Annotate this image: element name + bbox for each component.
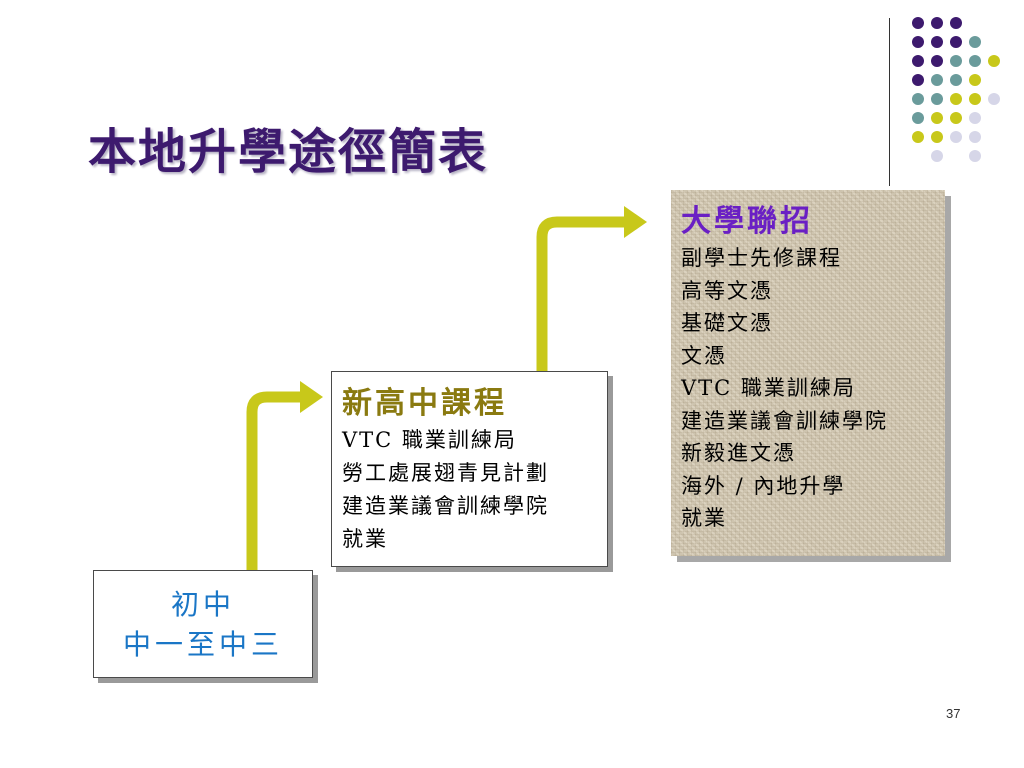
post-option-item: VTC 職業訓練局 [681, 376, 856, 400]
dot [931, 150, 943, 162]
dot [931, 93, 943, 105]
dot [912, 17, 924, 29]
dot [988, 55, 1000, 67]
page-number: 37 [946, 706, 961, 721]
dot-row-2 [912, 36, 981, 48]
dot [969, 55, 981, 67]
senior-option-item: VTC 職業訓練局 [342, 428, 517, 452]
senior-secondary-heading: 新高中課程 [342, 386, 507, 421]
dot-row-6 [912, 112, 981, 124]
senior-option-item: 勞工處展翅青見計劃 [342, 461, 549, 485]
dot [950, 112, 962, 124]
dot-row-1 [912, 17, 962, 29]
dot [931, 36, 943, 48]
dot [969, 150, 981, 162]
arrow-to-post-secondary [536, 216, 626, 372]
dot-row-7 [912, 131, 981, 143]
arrowhead-senior-secondary [300, 381, 323, 413]
dot [912, 74, 924, 86]
slide-title: 本地升學途徑簡表 [88, 124, 489, 180]
dot [950, 93, 962, 105]
junior-secondary-label: 初中 [170, 588, 235, 621]
dot [912, 93, 924, 105]
dot [931, 112, 943, 124]
arrow-to-senior-secondary [246, 391, 302, 572]
dot [931, 74, 943, 86]
post-option-item: 高等文憑 [681, 278, 773, 303]
dot [950, 131, 962, 143]
post-option-item: 基礎文憑 [681, 311, 773, 335]
junior-secondary-range: 中一至中三 [122, 628, 283, 661]
dot-row-8 [931, 150, 981, 162]
dot-row-3 [912, 55, 1000, 67]
post-secondary-box: 大學聯招 副學士先修課程 高等文憑 基礎文憑 文憑 VTC 職業訓練局 建造業議… [671, 190, 945, 556]
dot [988, 93, 1000, 105]
junior-secondary-box: 初中 中一至中三 [93, 570, 313, 678]
dot [931, 17, 943, 29]
divider-line [889, 18, 890, 186]
dot-row-4 [912, 74, 981, 86]
dot [969, 74, 981, 86]
dot [950, 74, 962, 86]
post-option-item: 建造業議會訓練學院 [681, 408, 888, 433]
dot [950, 17, 962, 29]
dot [969, 93, 981, 105]
dot [912, 55, 924, 67]
senior-option-item: 建造業議會訓練學院 [342, 494, 549, 518]
dot [931, 131, 943, 143]
post-option-item: 文憑 [681, 343, 727, 368]
post-option-item: 新毅進文憑 [681, 441, 796, 465]
dot-row-5 [912, 93, 1000, 105]
arrowhead-post-secondary [624, 206, 647, 238]
dot [950, 36, 962, 48]
senior-option-item: 就業 [342, 527, 388, 551]
dot [912, 36, 924, 48]
decorative-dot-grid [912, 17, 1000, 162]
post-option-item: 副學士先修課程 [681, 246, 842, 270]
dot [912, 131, 924, 143]
post-option-item: 就業 [681, 506, 727, 530]
dot [969, 131, 981, 143]
dot [931, 55, 943, 67]
dot [912, 112, 924, 124]
post-secondary-heading: 大學聯招 [681, 204, 813, 239]
dot [969, 112, 981, 124]
post-option-item: 海外 / 內地升學 [681, 473, 846, 498]
dot [969, 36, 981, 48]
dot [950, 55, 962, 67]
senior-secondary-box: 新高中課程 VTC 職業訓練局 勞工處展翅青見計劃 建造業議會訓練學院 就業 [331, 371, 608, 567]
